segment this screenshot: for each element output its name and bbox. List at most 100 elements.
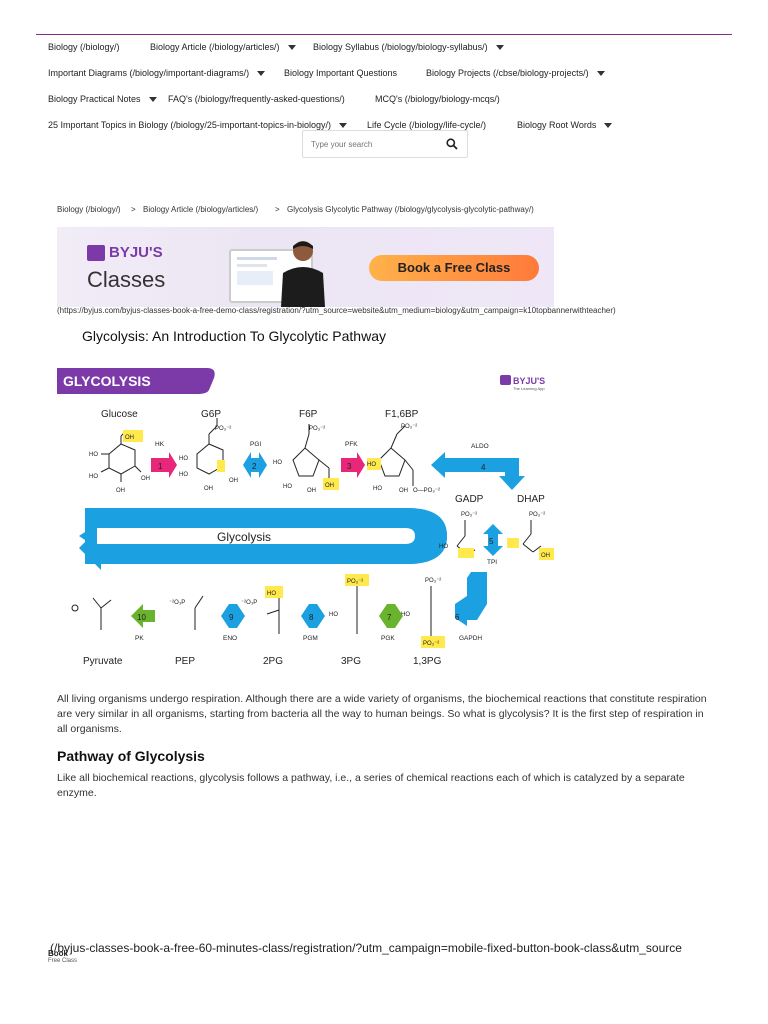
promo-banner[interactable]: BYJU'S Classes Book a Free Class bbox=[57, 227, 554, 307]
13pg-structure bbox=[431, 586, 441, 644]
enzyme-label: PGI bbox=[250, 441, 261, 448]
f16bp-structure bbox=[379, 426, 413, 486]
group-label: PO₃⁻² bbox=[529, 512, 545, 518]
diagram-header: GLYCOLYSIS bbox=[63, 373, 151, 389]
step-number: 6 bbox=[455, 613, 460, 622]
nav-item-biology-syllabus[interactable]: Biology Syllabus (/biology/biology-sylla… bbox=[313, 42, 504, 52]
glycolysis-label: Glycolysis bbox=[217, 530, 271, 544]
step-number: 8 bbox=[309, 613, 314, 622]
byjus-logo-icon bbox=[87, 245, 105, 261]
group-label: OH bbox=[325, 483, 334, 489]
compound-label: G6P bbox=[201, 409, 221, 420]
highlight bbox=[217, 460, 225, 472]
pyruvate-structure bbox=[72, 598, 111, 630]
glycolysis-diagram: GLYCOLYSIS BYJU'S The Learning App Gluco… bbox=[57, 364, 554, 672]
enzyme-label: GAPDH bbox=[459, 635, 482, 642]
teacher-photo bbox=[275, 235, 331, 307]
group-label: HO bbox=[267, 591, 276, 597]
chevron-down-icon[interactable] bbox=[339, 123, 347, 128]
group-label: OH bbox=[399, 488, 408, 494]
nav-item-mcqs[interactable]: MCQ's (/biology/biology-mcqs/) bbox=[375, 94, 500, 104]
group-label: ⁻²O₃P bbox=[169, 600, 185, 606]
group-label: OH bbox=[229, 478, 238, 484]
nav-item-life-cycle[interactable]: Life Cycle (/biology/life-cycle/) bbox=[367, 120, 486, 130]
compound-label: F6P bbox=[299, 409, 318, 420]
group-label: OH bbox=[541, 553, 550, 559]
diagram-logo-sub: The Learning App bbox=[513, 386, 545, 391]
search-icon[interactable] bbox=[446, 138, 458, 150]
top-divider bbox=[36, 34, 732, 35]
search-input[interactable] bbox=[309, 136, 441, 153]
chevron-down-icon[interactable] bbox=[496, 45, 504, 50]
nav-item-25-topics[interactable]: 25 Important Topics in Biology (/biology… bbox=[48, 120, 347, 130]
nav-item-faqs[interactable]: FAQ's (/biology/frequently-asked-questio… bbox=[168, 94, 345, 104]
chevron-down-icon[interactable] bbox=[149, 97, 157, 102]
group-label: OH bbox=[307, 488, 316, 494]
byjus-logo-icon bbox=[500, 375, 511, 385]
nav-row-1: Biology (/biology/) bbox=[48, 42, 120, 52]
compound-label: Glucose bbox=[101, 409, 138, 420]
chevron-down-icon[interactable] bbox=[257, 71, 265, 76]
aldolase-arrow bbox=[431, 452, 525, 490]
breadcrumb-item-article[interactable]: Biology Article (/biology/articles/) bbox=[143, 205, 258, 214]
fixed-book-label[interactable]: Book bbox=[48, 949, 68, 958]
nav-item-biology-article[interactable]: Biology Article (/biology/articles/) bbox=[150, 42, 296, 52]
step-number: 4 bbox=[481, 463, 486, 472]
group-label: HO bbox=[439, 544, 448, 550]
enzyme-label: ALDO bbox=[471, 443, 489, 450]
nav-item-practical-notes[interactable]: Biology Practical Notes bbox=[48, 94, 157, 104]
book-free-class-button[interactable]: Book a Free Class bbox=[369, 255, 539, 281]
nav-item-label: Biology Root Words bbox=[517, 120, 596, 130]
breadcrumb-item-glycolysis[interactable]: Glycolysis Glycolytic Pathway (/biology/… bbox=[287, 205, 534, 214]
group-label: PO₃⁻² bbox=[215, 426, 231, 432]
breadcrumb-separator: > bbox=[275, 205, 280, 214]
group-label: O—PO₃⁻² bbox=[413, 488, 440, 494]
group-label: HO bbox=[283, 484, 292, 490]
nav-item-biology[interactable]: Biology (/biology/) bbox=[48, 42, 120, 52]
section-paragraph: Like all biochemical reactions, glycolys… bbox=[57, 771, 717, 801]
search-box bbox=[302, 130, 468, 158]
step-arrow bbox=[151, 452, 177, 478]
group-label: HO bbox=[273, 460, 282, 466]
breadcrumb-separator: > bbox=[131, 205, 136, 214]
group-label: HO bbox=[89, 452, 98, 458]
group-label: HO bbox=[373, 486, 382, 492]
enzyme-label: TPI bbox=[487, 559, 497, 566]
nav-item-root-words[interactable]: Biology Root Words bbox=[517, 120, 612, 130]
step-arrow bbox=[341, 452, 365, 478]
nav-item-biology-projects[interactable]: Biology Projects (/cbse/biology-projects… bbox=[426, 68, 605, 78]
step-number: 5 bbox=[489, 537, 494, 546]
highlight bbox=[507, 538, 519, 548]
step-number: 9 bbox=[229, 613, 234, 622]
group-label: HO bbox=[179, 456, 188, 462]
compound-label: 1,3PG bbox=[413, 656, 442, 667]
dhap-structure bbox=[523, 520, 541, 552]
chevron-down-icon[interactable] bbox=[288, 45, 296, 50]
banner-brand: BYJU'S bbox=[109, 244, 163, 261]
enzyme-label: PK bbox=[135, 635, 144, 642]
fixed-book-class-link[interactable]: (/byjus-classes-book-a-free-60-minutes-c… bbox=[50, 941, 732, 955]
nav-item-important-diagrams[interactable]: Important Diagrams (/biology/important-d… bbox=[48, 68, 265, 78]
group-label: PO₃⁻² bbox=[347, 579, 363, 585]
banner-link[interactable]: (https://byjus.com/byjus-classes-book-a-… bbox=[57, 306, 616, 315]
enzyme-label: PGK bbox=[381, 635, 395, 642]
step-number: 3 bbox=[347, 462, 352, 471]
group-label: PO₃⁻² bbox=[425, 578, 441, 584]
page-title: Glycolysis: An Introduction To Glycolyti… bbox=[82, 328, 386, 344]
enzyme-label: ENO bbox=[223, 635, 237, 642]
chevron-down-icon[interactable] bbox=[604, 123, 612, 128]
nav-item-label: Biology Practical Notes bbox=[48, 94, 141, 104]
nav-item-important-questions[interactable]: Biology Important Questions bbox=[284, 68, 397, 78]
nav-item-label: Biology Important Questions bbox=[284, 68, 397, 78]
compound-label: Pyruvate bbox=[83, 656, 123, 667]
group-label: PO₃⁻² bbox=[309, 426, 325, 432]
group-label: HO bbox=[179, 472, 188, 478]
nav-item-label: Biology Article (/biology/articles/) bbox=[150, 42, 280, 52]
group-label: HO bbox=[89, 474, 98, 480]
f6p-structure bbox=[293, 424, 329, 480]
chevron-down-icon[interactable] bbox=[597, 71, 605, 76]
breadcrumb-item-biology[interactable]: Biology (/biology/) bbox=[57, 205, 121, 214]
compound-label: DHAP bbox=[517, 494, 545, 505]
diagram-logo: BYJU'S bbox=[513, 376, 545, 386]
step-number: 10 bbox=[137, 613, 146, 622]
